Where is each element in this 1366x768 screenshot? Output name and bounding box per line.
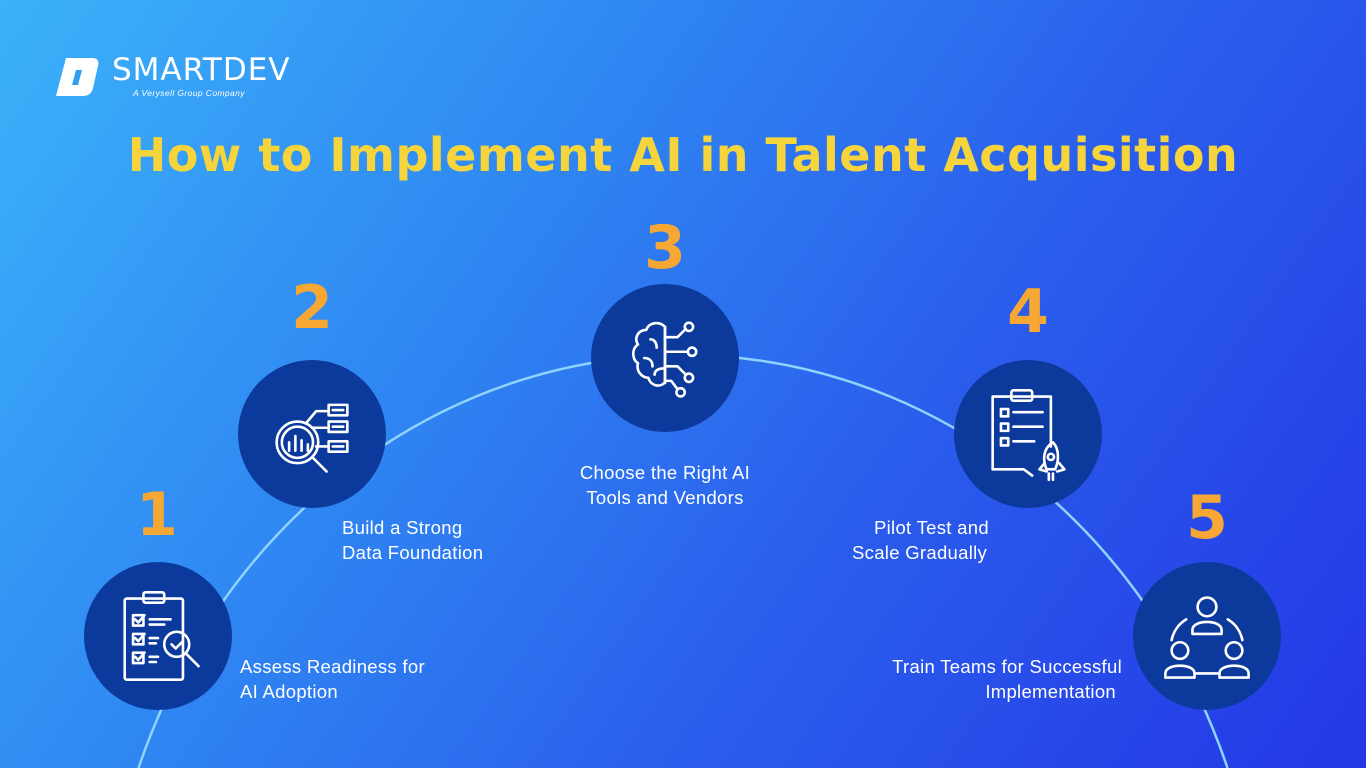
step-circle-5: [1133, 562, 1281, 710]
smartdev-logo-icon: [56, 58, 100, 96]
step-label-2: Build a Strong Data Foundation: [342, 515, 483, 565]
step-label-3: Choose the Right AI Tools and Vendors: [545, 460, 785, 510]
step-circle-2: [238, 360, 386, 508]
step-label-5: Train Teams for Successful Implementatio…: [846, 654, 1122, 704]
team-collaboration-icon: [1164, 596, 1250, 679]
step-label-2-line2: Data Foundation: [342, 542, 484, 563]
ai-brain-circuit-icon: [631, 321, 698, 398]
step-number-2: 2: [291, 273, 333, 343]
step-circle-3: [591, 284, 739, 432]
step-label-4-line1: Pilot Test and: [874, 517, 989, 538]
step-label-5-line2: Implementation: [985, 681, 1116, 702]
brand-tagline: A Verysell Group Company: [133, 88, 245, 98]
checklist-rocket-icon: [991, 389, 1066, 482]
step-label-3-line1: Choose the Right AI: [579, 462, 751, 483]
step-label-1-line2: AI Adoption: [240, 681, 338, 702]
clipboard-check-search-icon: [123, 591, 200, 681]
page-title: How to Implement AI in Talent Acquisitio…: [127, 128, 1239, 182]
step-number-3: 3: [644, 213, 686, 283]
step-label-4-line2: Scale Gradually: [852, 542, 988, 563]
step-number-5: 5: [1186, 483, 1228, 553]
step-label-4: Pilot Test and Scale Gradually: [852, 515, 989, 565]
step-circle-1: [84, 562, 232, 710]
data-analysis-magnifier-icon: [275, 403, 349, 473]
step-number-1: 1: [136, 480, 178, 550]
step-label-2-line1: Build a Strong: [342, 517, 463, 538]
step-number-4: 4: [1007, 277, 1049, 347]
step-circle-4: [954, 360, 1102, 508]
step-label-1-line1: Assess Readiness for: [240, 656, 425, 677]
step-label-5-line1: Train Teams for Successful: [892, 656, 1122, 677]
brand-name: SMARTDEV: [112, 52, 291, 88]
step-label-1: Assess Readiness for AI Adoption: [240, 654, 425, 704]
step-label-3-line2: Tools and Vendors: [586, 487, 744, 508]
